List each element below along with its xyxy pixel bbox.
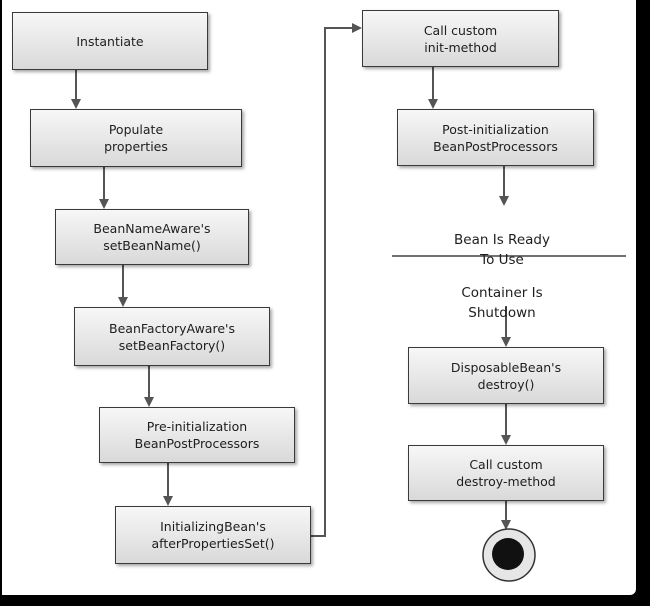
step-populate-properties-label: Populate properties	[104, 122, 168, 154]
step-disposable-bean: DisposableBean's destroy()	[408, 347, 604, 404]
step-pre-initialization-label: Pre-initialization BeanPostProcessors	[134, 419, 260, 451]
step-bean-name-aware-label: BeanNameAware's setBeanName()	[93, 221, 211, 253]
connector-initializingbean-custominit	[311, 23, 362, 537]
note-bean-ready: Bean Is Ready To Use	[412, 210, 592, 270]
step-bean-factory-aware-label: BeanFactoryAware's setBeanFactory()	[109, 320, 235, 353]
step-custom-init-method: Call custom init-method	[362, 10, 559, 67]
step-pre-initialization: Pre-initialization BeanPostProcessors	[99, 407, 295, 463]
step-custom-init-method-label: Call custom init-method	[423, 22, 498, 55]
step-post-initialization-label: Post-initialization BeanPostProcessors	[433, 121, 558, 154]
step-bean-factory-aware: BeanFactoryAware's setBeanFactory()	[74, 307, 270, 366]
note-container-shutdown-label: Container Is Shutdown	[461, 285, 543, 321]
diagram-canvas: Instantiate Populate properties BeanName…	[2, 0, 636, 595]
step-instantiate-label: Instantiate	[76, 33, 144, 49]
step-bean-name-aware: BeanNameAware's setBeanName()	[55, 209, 249, 265]
step-custom-destroy-method-label: Call custom destroy-method	[456, 457, 556, 489]
step-populate-properties: Populate properties	[30, 109, 242, 167]
step-disposable-bean-label: DisposableBean's destroy()	[450, 359, 562, 392]
end-state-node	[482, 528, 536, 582]
connector-lines	[71, 23, 626, 582]
step-instantiate: Instantiate	[12, 12, 208, 70]
step-post-initialization: Post-initialization BeanPostProcessors	[397, 109, 594, 166]
step-initializing-bean: InitializingBean's afterPropertiesSet()	[115, 506, 311, 564]
step-custom-destroy-method: Call custom destroy-method	[408, 445, 604, 501]
note-bean-ready-label: Bean Is Ready To Use	[454, 232, 550, 268]
note-container-shutdown: Container Is Shutdown	[412, 263, 592, 323]
step-initializing-bean-label: InitializingBean's afterPropertiesSet()	[151, 519, 275, 551]
